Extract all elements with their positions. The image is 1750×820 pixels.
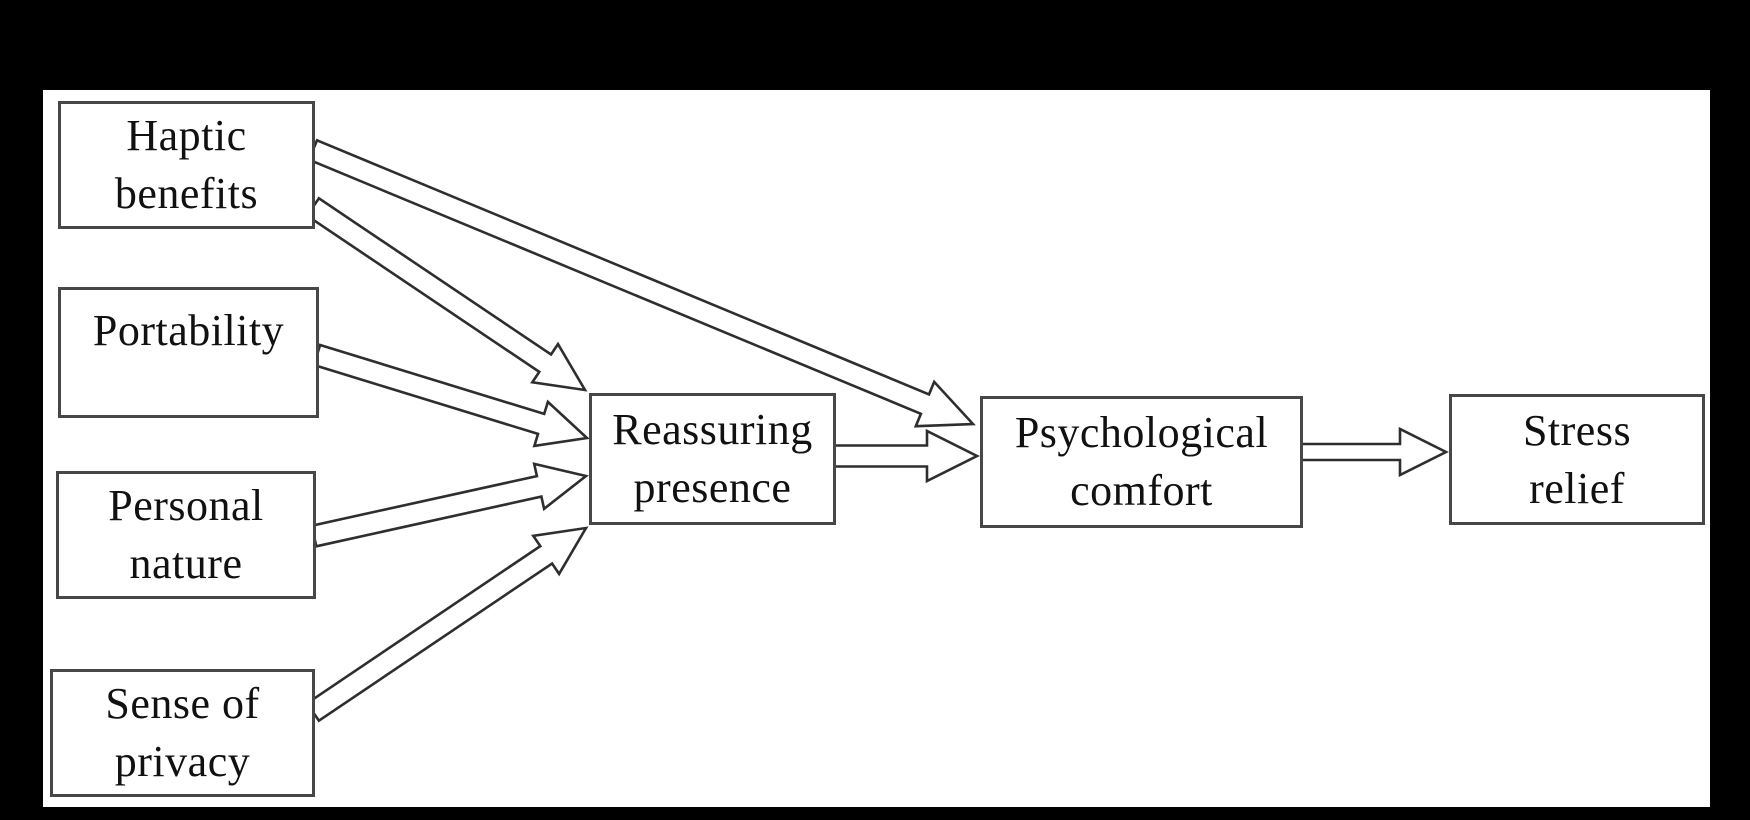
node-label: comfort bbox=[1070, 466, 1213, 515]
node-label: benefits bbox=[114, 169, 259, 218]
node-reassuring-presence: Reassuring presence bbox=[589, 393, 836, 525]
node-stress-relief: Stress relief bbox=[1449, 394, 1705, 525]
node-label: presence bbox=[633, 463, 792, 512]
node-sense-of-privacy: Sense of privacy bbox=[50, 669, 315, 797]
node-label: Haptic bbox=[126, 111, 247, 160]
node-psychological-comfort: Psychological comfort bbox=[980, 396, 1303, 528]
node-label: relief bbox=[1529, 463, 1625, 513]
node-portability: Portability bbox=[58, 287, 319, 418]
node-label: privacy bbox=[114, 737, 251, 786]
node-label: Personal bbox=[108, 481, 264, 530]
node-label: Stress bbox=[1522, 405, 1632, 455]
node-label: Psychological bbox=[1014, 408, 1269, 457]
node-personal-nature: Personal nature bbox=[56, 471, 316, 599]
node-label: Portability bbox=[92, 306, 285, 355]
node-label: Reassuring bbox=[612, 405, 813, 454]
node-haptic-benefits: Haptic benefits bbox=[58, 101, 315, 229]
node-label: Sense of bbox=[105, 679, 260, 728]
node-label: nature bbox=[129, 539, 243, 588]
